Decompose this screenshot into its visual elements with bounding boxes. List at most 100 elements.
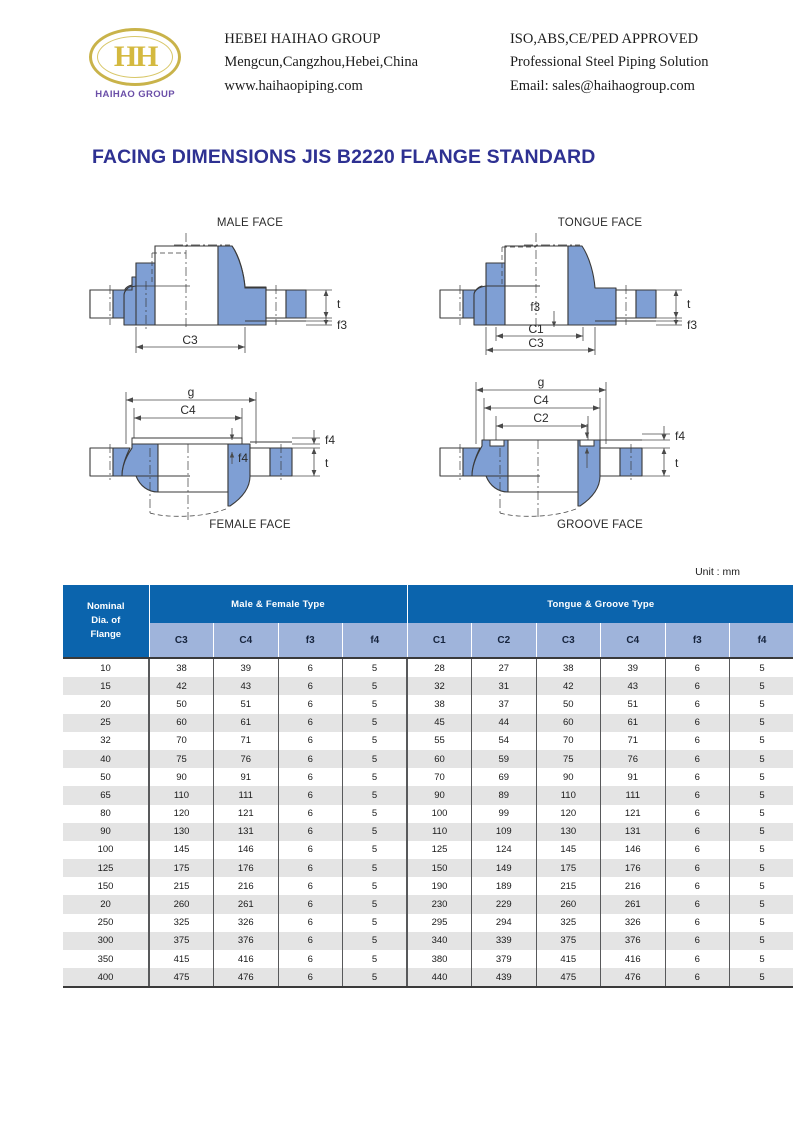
cell-dimension: 175 xyxy=(536,859,602,878)
header-group-male-female: Male & Female Type xyxy=(149,585,408,623)
cell-dimension: 150 xyxy=(406,859,473,878)
cell-dimension: 60 xyxy=(406,749,473,769)
cell-dimension: 380 xyxy=(406,950,473,969)
cell-dimension: 440 xyxy=(406,968,473,989)
cell-dimension: 189 xyxy=(471,877,537,896)
subheader-mf-f4: f4 xyxy=(342,623,408,658)
cell-dimension: 54 xyxy=(471,731,537,750)
cell-dimension: 145 xyxy=(148,840,214,860)
cell-dimension: 261 xyxy=(213,895,279,914)
cell-dimension: 5 xyxy=(729,840,793,860)
cell-dimension: 6 xyxy=(278,656,343,678)
cell-dimension: 6 xyxy=(665,968,731,989)
cell-dimension: 6 xyxy=(665,713,731,732)
female-face-label-g: g xyxy=(188,385,195,399)
header-nominal-dia: Nominal Dia. of Flange xyxy=(63,585,150,658)
female-face-drawing: g C4 xyxy=(89,385,335,520)
cell-dimension: 6 xyxy=(278,822,343,841)
cell-dimension: 6 xyxy=(278,840,343,860)
diagram-female-face: FEMALE FACE g C4 xyxy=(80,368,420,533)
table-subheader-row: C3 C4 f3 f4 C1 C2 C3 C4 f3 f4 xyxy=(63,623,793,658)
header-nominal-line-1: Nominal xyxy=(87,601,125,613)
cell-dimension: 375 xyxy=(148,931,214,950)
cell-dimension: 6 xyxy=(278,895,343,914)
cell-dimension: 215 xyxy=(148,877,214,896)
cell-dimension: 5 xyxy=(729,877,793,896)
cell-dimension: 340 xyxy=(406,931,473,950)
cell-nominal-dia: 150 xyxy=(63,877,150,896)
cell-dimension: 6 xyxy=(665,695,731,714)
logo-company-name: HAIHAO GROUP xyxy=(95,89,176,100)
cell-dimension: 5 xyxy=(729,768,793,787)
cell-dimension: 5 xyxy=(342,913,408,932)
cell-dimension: 229 xyxy=(471,895,537,914)
cell-dimension: 130 xyxy=(148,822,214,841)
diagram-tongue-face-caption: TONGUE FACE xyxy=(557,217,643,229)
cell-dimension: 69 xyxy=(471,768,537,787)
cell-dimension: 176 xyxy=(213,859,279,878)
male-face-label-t: t xyxy=(337,297,341,311)
cell-dimension: 175 xyxy=(148,859,214,878)
cell-dimension: 5 xyxy=(729,859,793,878)
cell-dimension: 110 xyxy=(536,786,602,805)
cell-dimension: 475 xyxy=(148,968,214,989)
cell-dimension: 6 xyxy=(278,877,343,896)
subheader-mf-c3: C3 xyxy=(149,623,214,658)
cell-dimension: 476 xyxy=(213,968,279,989)
cell-dimension: 60 xyxy=(148,713,214,732)
cell-dimension: 6 xyxy=(665,677,731,696)
header-certifications: ISO,ABS,CE/PED APPROVED xyxy=(509,31,699,47)
tongue-face-label-c3: C3 xyxy=(528,336,544,350)
cell-dimension: 6 xyxy=(665,895,731,914)
cell-dimension: 90 xyxy=(406,786,473,805)
diagram-area: MALE FACE xyxy=(0,205,793,545)
cell-dimension: 5 xyxy=(342,804,408,823)
cell-dimension: 376 xyxy=(600,931,666,950)
cell-dimension: 43 xyxy=(213,677,279,696)
groove-face-label-f4: f4 xyxy=(675,429,685,443)
cell-dimension: 42 xyxy=(148,677,214,696)
cell-dimension: 121 xyxy=(213,804,279,823)
tongue-face-label-f3-inner: f3 xyxy=(530,302,540,314)
groove-face-label-c2: C2 xyxy=(533,411,549,425)
groove-face-drawing: g C4 C2 xyxy=(439,375,685,520)
cell-dimension: 55 xyxy=(406,731,473,750)
cell-dimension: 89 xyxy=(471,786,537,805)
tongue-face-label-f3-outer: f3 xyxy=(687,318,697,332)
cell-dimension: 6 xyxy=(278,695,343,714)
subheader-tg-f4: f4 xyxy=(729,623,793,658)
cell-dimension: 28 xyxy=(406,656,473,678)
cell-nominal-dia: 20 xyxy=(63,695,150,714)
cell-dimension: 5 xyxy=(342,822,408,841)
cell-dimension: 6 xyxy=(278,749,343,769)
cell-nominal-dia: 350 xyxy=(63,950,150,969)
cell-dimension: 5 xyxy=(729,804,793,823)
dimensions-table-container: Nominal Dia. of Flange Male & Female Typ… xyxy=(63,585,793,989)
cell-dimension: 6 xyxy=(665,859,731,878)
cell-dimension: 99 xyxy=(471,804,537,823)
table-header: Nominal Dia. of Flange Male & Female Typ… xyxy=(63,585,793,658)
cell-dimension: 5 xyxy=(729,931,793,950)
cell-nominal-dia: 125 xyxy=(63,859,150,878)
cell-dimension: 6 xyxy=(278,786,343,805)
cell-dimension: 379 xyxy=(471,950,537,969)
cell-nominal-dia: 25 xyxy=(63,713,150,732)
cell-dimension: 131 xyxy=(213,822,279,841)
cell-dimension: 6 xyxy=(665,822,731,841)
cell-dimension: 295 xyxy=(406,913,473,932)
cell-dimension: 120 xyxy=(148,804,214,823)
cell-dimension: 120 xyxy=(536,804,602,823)
cell-dimension: 176 xyxy=(600,859,666,878)
cell-dimension: 416 xyxy=(213,950,279,969)
cell-dimension: 5 xyxy=(342,713,408,732)
header-company-info: HEBEI HAIHAO GROUP Mengcun,Cangzhou,Hebe… xyxy=(224,28,498,98)
groove-face-label-t: t xyxy=(675,456,679,470)
male-face-drawing: C3 t f3 xyxy=(89,233,347,353)
cell-dimension: 146 xyxy=(600,840,666,860)
